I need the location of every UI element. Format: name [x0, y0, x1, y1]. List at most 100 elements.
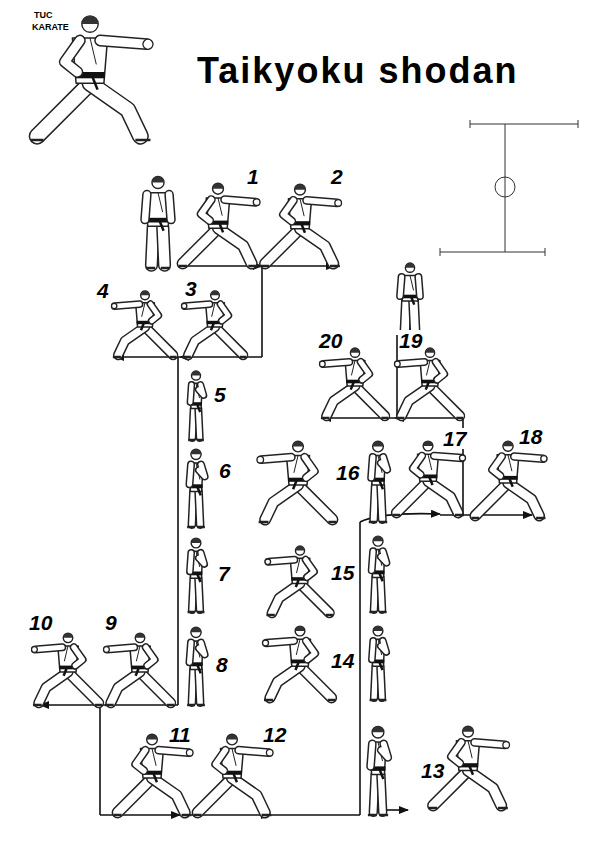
limb-outline	[192, 409, 193, 438]
callout-number: 6	[218, 460, 232, 481]
belt-end	[296, 580, 299, 587]
limb	[37, 83, 90, 136]
limb-outline	[468, 771, 501, 806]
callout-number: 14	[330, 650, 355, 671]
foot	[187, 526, 195, 529]
limb	[199, 553, 205, 564]
belt-end	[510, 479, 513, 487]
gi-lapel	[410, 275, 414, 290]
foot	[182, 814, 192, 817]
limb	[397, 481, 429, 513]
karateka-figure	[471, 441, 547, 518]
foot	[370, 699, 378, 702]
belt-end	[296, 663, 299, 671]
limb	[115, 304, 140, 306]
limb	[381, 577, 383, 609]
callout-number: 7	[217, 563, 231, 584]
foot	[179, 265, 187, 268]
karateka-figure	[393, 441, 466, 515]
limb	[451, 742, 461, 763]
limb	[111, 672, 140, 703]
foot	[429, 807, 437, 810]
limb	[146, 647, 155, 665]
limb	[400, 277, 402, 296]
limb-outline	[381, 577, 383, 609]
limb	[374, 577, 376, 609]
limb-outline	[380, 666, 382, 698]
limb-outline	[381, 457, 387, 469]
belt-end	[430, 478, 433, 486]
fist	[112, 303, 117, 308]
karateka-figure	[395, 348, 464, 418]
head	[350, 348, 359, 357]
limb-outline	[436, 362, 445, 380]
karateka-figure	[104, 633, 175, 705]
hair	[295, 626, 305, 631]
limb	[372, 641, 373, 660]
head	[373, 626, 383, 636]
belt-end	[293, 481, 296, 489]
fist	[263, 640, 269, 646]
limb-outline	[374, 485, 376, 519]
limb	[307, 200, 338, 203]
foot	[188, 611, 196, 614]
belt-end	[302, 225, 305, 233]
hair	[227, 734, 238, 739]
limb	[468, 771, 501, 806]
limb	[265, 229, 300, 264]
limb	[430, 386, 460, 416]
limb	[169, 195, 171, 220]
fist	[182, 303, 187, 308]
callout-number: 12	[262, 724, 287, 745]
limb	[298, 485, 332, 519]
fist	[460, 455, 466, 461]
limb	[373, 775, 375, 813]
limb	[192, 409, 193, 438]
foot	[167, 704, 174, 707]
foot	[187, 704, 195, 707]
limb-outline	[305, 457, 315, 478]
callout-number: 5	[213, 384, 227, 405]
limb-outline	[118, 778, 152, 812]
limb	[434, 456, 462, 458]
foot	[379, 611, 387, 614]
limb	[159, 750, 189, 753]
limb-outline	[300, 229, 333, 264]
karateka-figure	[263, 626, 336, 700]
foot	[266, 614, 274, 617]
limb-outline	[361, 362, 370, 380]
limb-outline	[374, 666, 376, 698]
hair	[191, 449, 201, 454]
limb	[107, 647, 134, 649]
foot	[161, 267, 170, 270]
hair	[463, 726, 474, 731]
foot	[261, 265, 269, 268]
limb-outline	[199, 465, 205, 477]
limb-outline	[265, 229, 300, 264]
fist	[265, 559, 271, 565]
limb-outline	[107, 647, 134, 649]
karateka-figure	[188, 538, 205, 612]
belt-end	[380, 481, 383, 489]
head	[191, 627, 201, 637]
limb	[68, 672, 99, 703]
head	[463, 726, 474, 737]
hair	[191, 538, 201, 543]
foot	[33, 704, 42, 707]
belt-end	[136, 669, 139, 676]
limb-outline	[218, 228, 252, 263]
limb	[374, 485, 376, 519]
limb-outline	[307, 200, 338, 203]
hair	[293, 441, 304, 446]
head	[503, 441, 513, 451]
limb-outline	[272, 584, 300, 613]
limb-outline	[65, 41, 80, 73]
limb	[100, 41, 147, 45]
belt-end	[380, 574, 383, 582]
limb-outline	[199, 553, 205, 564]
callout-number: 8	[215, 654, 229, 675]
callout-number: 16	[335, 462, 360, 483]
limb-outline	[327, 386, 355, 416]
hair	[350, 348, 359, 353]
belt-end	[198, 666, 201, 674]
